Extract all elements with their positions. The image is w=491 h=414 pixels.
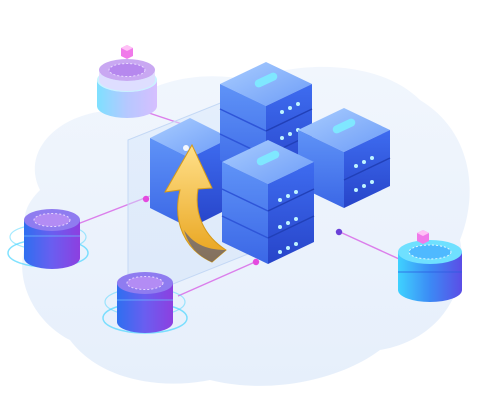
database-cylinder-icon (97, 45, 157, 118)
database-cylinder-icon (102, 272, 188, 334)
link-node-dot (252, 258, 260, 266)
upload-arrow-icon (164, 143, 227, 263)
link-bottom-db (177, 261, 256, 297)
database-cylinder-icon (7, 209, 89, 269)
link-node-dot (335, 228, 343, 236)
link-node-dot (142, 195, 150, 203)
database-cylinder-icon (398, 230, 462, 302)
server-rack-icon (221, 140, 315, 264)
